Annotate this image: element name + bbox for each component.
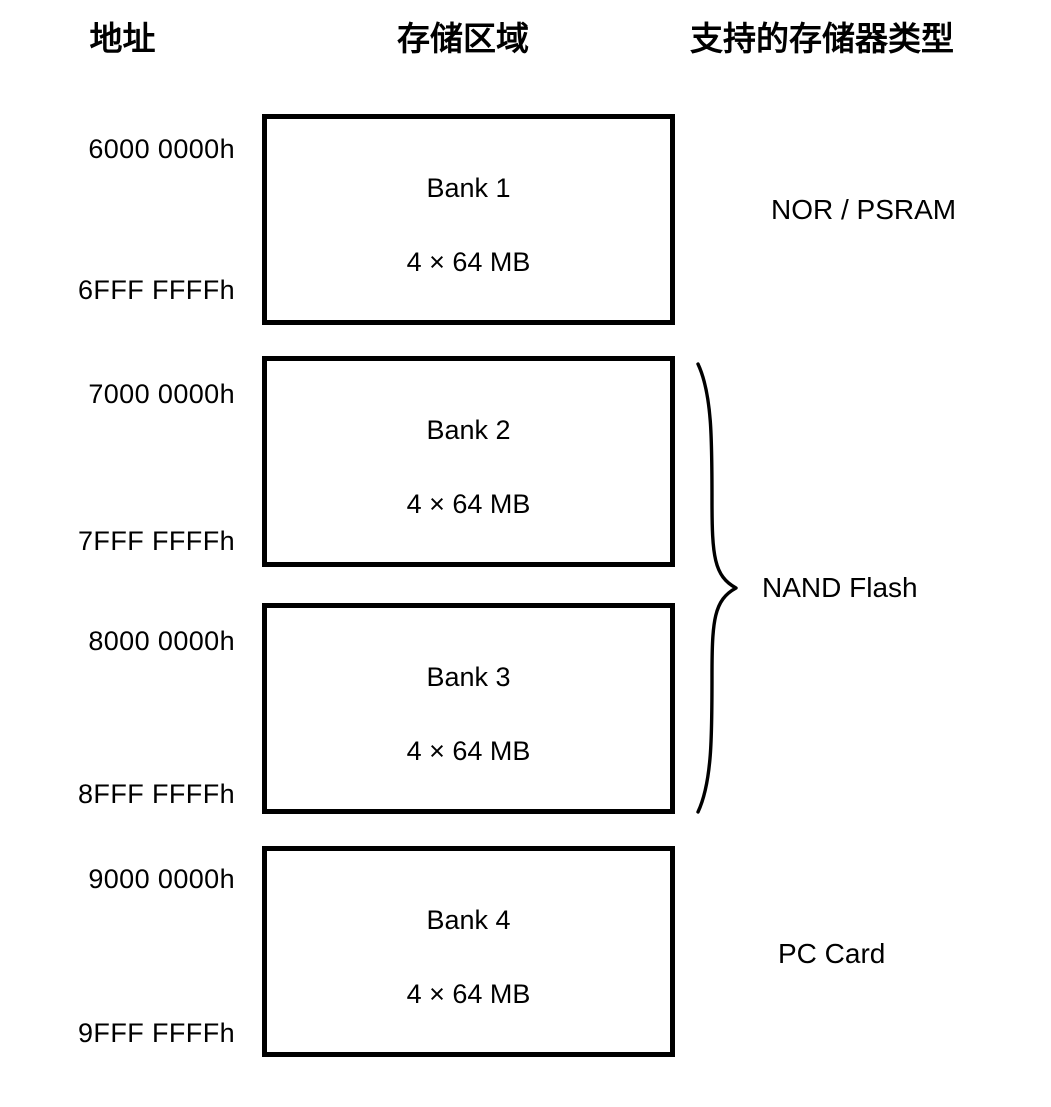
column-header-region: 存储区域 bbox=[397, 20, 529, 57]
memory-type-label-bank4: PC Card bbox=[778, 938, 886, 969]
address-label-bank1-start: 6000 0000h bbox=[88, 134, 235, 164]
address-label-bank2-start: 7000 0000h bbox=[88, 379, 235, 409]
nand-flash-brace bbox=[690, 360, 750, 816]
bank-box-4: Bank 4 4 × 64 MB bbox=[262, 846, 675, 1057]
bank-size-4: 4 × 64 MB bbox=[406, 979, 531, 1009]
bank-name-4: Bank 4 bbox=[426, 905, 511, 935]
bank-size-3: 4 × 64 MB bbox=[406, 736, 531, 766]
curly-brace-icon bbox=[696, 362, 738, 814]
column-header-memory-type: 支持的存储器类型 bbox=[690, 20, 954, 57]
bank-size-2: 4 × 64 MB bbox=[406, 489, 531, 519]
address-label-bank2-end: 7FFF FFFFh bbox=[78, 526, 235, 556]
address-label-bank4-start: 9000 0000h bbox=[88, 864, 235, 894]
bank-name-2: Bank 2 bbox=[426, 415, 511, 445]
bank-size-1: 4 × 64 MB bbox=[406, 247, 531, 277]
address-label-bank3-end: 8FFF FFFFh bbox=[78, 779, 235, 809]
bank-name-1: Bank 1 bbox=[426, 173, 511, 203]
bank-box-3: Bank 3 4 × 64 MB bbox=[262, 603, 675, 814]
address-label-bank4-end: 9FFF FFFFh bbox=[78, 1018, 235, 1048]
bank-name-3: Bank 3 bbox=[426, 662, 511, 692]
address-label-bank1-end: 6FFF FFFFh bbox=[78, 275, 235, 305]
bank-box-2: Bank 2 4 × 64 MB bbox=[262, 356, 675, 567]
address-label-bank3-start: 8000 0000h bbox=[88, 626, 235, 656]
memory-type-label-nand-flash: NAND Flash bbox=[762, 572, 918, 603]
column-header-address: 地址 bbox=[89, 20, 156, 57]
memory-type-label-bank1: NOR / PSRAM bbox=[771, 194, 957, 225]
bank-box-1: Bank 1 4 × 64 MB bbox=[262, 114, 675, 325]
